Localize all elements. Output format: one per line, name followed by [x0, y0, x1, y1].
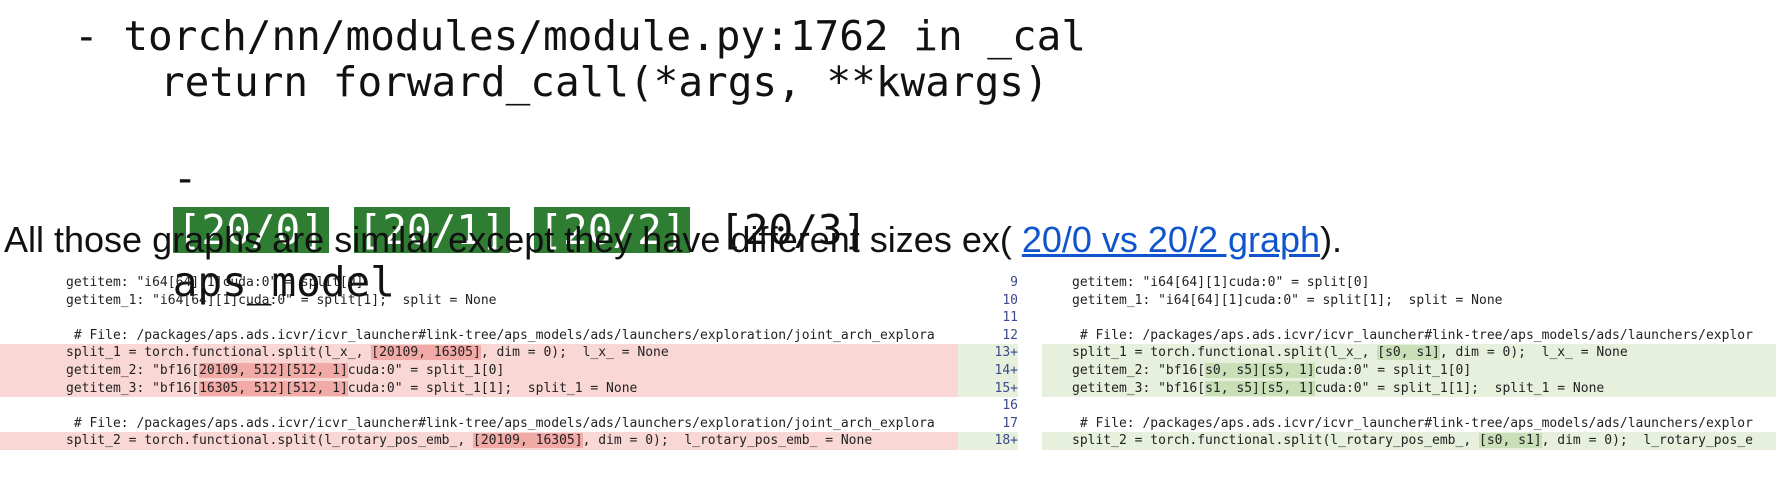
diff-changed-segment: [s0, s1] [1377, 345, 1440, 361]
diff-segment: split_1 = torch.functional.split(l_x_, [66, 345, 372, 361]
diff-segment: # File: /packages/aps.ads.icvr/icvr_laun… [66, 327, 935, 343]
diff-segment: # File: /packages/aps.ads.icvr/icvr_laun… [1072, 327, 1753, 343]
diff-changed-segment: [20109, 16305] [473, 433, 583, 449]
diff-line: split_1 = torch.functional.split(l_x_, [… [0, 344, 958, 362]
sentence-text: All those graphs are similar except they… [4, 219, 1012, 260]
diff-changed-segment: 20109, 512][512, 1] [199, 363, 348, 378]
diff-segment: getitem: "i64[64][1]cuda:0" = split[0] [1072, 275, 1370, 290]
diff-segment: , dim = 0); l_x_ = None [1439, 345, 1628, 361]
diff-segment: cuda:0" = split_1[0] [1314, 363, 1472, 378]
diff-segment: getitem: "i64[64][1]cuda:0" = split[0] [66, 275, 364, 290]
diff-line: getitem_2: "bf16[s0, s5][s5, 1]cuda:0" =… [1042, 362, 1776, 380]
diff-segment: getitem_1: "i64[64][1]cuda:0" = split[1]… [1072, 292, 1503, 308]
trace-dash: - [172, 154, 198, 202]
diff-line [0, 397, 958, 415]
line-number: 18+ [958, 432, 1018, 450]
diff-line: split_2 = torch.functional.split(l_rotar… [0, 432, 958, 450]
diff-line-text: getitem: "i64[64][1]cuda:0" = split[0] [66, 274, 363, 292]
stack-trace: - torch/nn/modules/module.py:1762 in _ca… [0, 0, 1776, 306]
diff-line: getitem_1: "i64[64][1]cuda:0" = split[1]… [1042, 292, 1776, 310]
diff-line: getitem_1: "i64[64][1]cuda:0" = split[1]… [0, 292, 958, 310]
diff-segment: getitem_3: "bf16[ [1072, 380, 1206, 396]
diff-right-pane: getitem: "i64[64][1]cuda:0" = split[0] ge… [1042, 274, 1776, 496]
diff-line-text: # File: /packages/aps.ads.icvr/icvr_laun… [66, 415, 935, 433]
diff-line-text: split_2 = torch.functional.split(l_rotar… [66, 432, 872, 450]
diff-line: # File: /packages/aps.ads.icvr/icvr_laun… [0, 327, 958, 345]
diff-line-text: getitem_1: "i64[64][1]cuda:0" = split[1]… [66, 292, 496, 310]
line-number: 11 [1002, 310, 1018, 326]
diff-line: # File: /packages/aps.ads.icvr/icvr_laun… [0, 415, 958, 433]
trace-code-line: return forward_call(*args, **kwargs) [160, 58, 1049, 106]
line-number: 17 [1002, 415, 1018, 431]
diff-line [1042, 309, 1776, 327]
diff-line-text: getitem_2: "bf16[20109, 512][512, 1]cuda… [66, 362, 504, 380]
diff-segment: split_1 = torch.functional.split(l_x_, [1072, 345, 1378, 361]
frame-tags: [20/0] [20/1] [20/2] [20/3] [172, 206, 896, 254]
diff-line-text: getitem_3: "bf16[s1, s5][s5, 1]cuda:0" =… [1072, 380, 1604, 398]
diff-line [1042, 397, 1776, 415]
diff-changed-segment: s0, s5][s5, 1] [1205, 363, 1315, 378]
diff-line: getitem_3: "bf16[s1, s5][s5, 1]cuda:0" =… [1042, 379, 1776, 398]
diff-segment: getitem_1: "i64[64][1]cuda:0" = split[1]… [66, 292, 497, 308]
diff-line-text: getitem_1: "i64[64][1]cuda:0" = split[1]… [1072, 292, 1502, 310]
line-number: 15+ [958, 379, 1018, 398]
diff-segment: # File: /packages/aps.ads.icvr/icvr_laun… [1072, 415, 1753, 431]
trace-model-name: aps_model [172, 258, 395, 306]
diff-changed-segment: s1, s5][s5, 1] [1205, 380, 1315, 396]
diff-segment: cuda:0" = split_1[1]; split_1 = None [347, 380, 638, 396]
line-number: 16 [1002, 398, 1018, 414]
diff-line: split_2 = torch.functional.split(l_rotar… [1042, 432, 1776, 450]
diff-segment: split_2 = torch.functional.split(l_rotar… [1072, 433, 1479, 449]
diff-line-text: # File: /packages/aps.ads.icvr/icvr_laun… [1072, 415, 1753, 433]
diff-line-text: getitem_3: "bf16[16305, 512][512, 1]cuda… [66, 380, 637, 398]
frame-tag: [20/3] [719, 206, 868, 254]
diff-changed-segment: 16305, 512][512, 1] [199, 380, 348, 396]
diff-line-text: # File: /packages/aps.ads.icvr/icvr_laun… [1072, 327, 1753, 345]
line-number: 14+ [958, 362, 1018, 380]
frame-tag: [20/1] [353, 207, 510, 253]
description-sentence: All those graphs are similar except they… [4, 218, 1342, 262]
diff-segment: getitem_2: "bf16[ [1072, 363, 1206, 378]
diff-segment: , dim = 0); l_x_ = None [480, 345, 669, 361]
trace-frame-line: - torch/nn/modules/module.py:1762 in _ca… [74, 12, 1087, 60]
diff-segment: # File: /packages/aps.ads.icvr/icvr_laun… [66, 415, 935, 431]
line-number: 12 [1002, 327, 1018, 343]
diff-line: getitem: "i64[64][1]cuda:0" = split[0] [1042, 274, 1776, 292]
line-number: 9 [1010, 275, 1018, 290]
diff-line-text: # File: /packages/aps.ads.icvr/icvr_laun… [66, 327, 935, 345]
diff-line-text: split_1 = torch.functional.split(l_x_, [… [66, 344, 669, 362]
diff-line: getitem_2: "bf16[20109, 512][512, 1]cuda… [0, 362, 958, 380]
diff-line-text: getitem_2: "bf16[s0, s5][s5, 1]cuda:0" =… [1072, 362, 1471, 380]
diff-segment: , dim = 0); l_rotary_pos_e [1541, 433, 1753, 449]
diff-left-pane: getitem: "i64[64][1]cuda:0" = split[0] ge… [0, 274, 958, 496]
trace-compile-ids-line: - [20/0] [20/1] [20/2] [20/3] aps_model [74, 100, 896, 306]
diff-line: split_1 = torch.functional.split(l_x_, [… [1042, 344, 1776, 362]
diff-segment: getitem_3: "bf16[ [66, 380, 200, 396]
diff-line-text: getitem: "i64[64][1]cuda:0" = split[0] [1072, 274, 1369, 292]
diff-segment: split_2 = torch.functional.split(l_rotar… [66, 433, 473, 449]
line-number: 13+ [958, 344, 1018, 362]
diff-line-text: split_1 = torch.functional.split(l_x_, [… [1072, 344, 1628, 362]
diff-line: getitem: "i64[64][1]cuda:0" = split[0] [0, 274, 958, 292]
diff-line: # File: /packages/aps.ads.icvr/icvr_laun… [1042, 327, 1776, 345]
line-number: 10 [1002, 292, 1018, 308]
frame-tag: [20/0] [172, 207, 329, 253]
diff-view: getitem: "i64[64][1]cuda:0" = split[0] ge… [0, 274, 1776, 496]
diff-line: getitem_3: "bf16[16305, 512][512, 1]cuda… [0, 379, 958, 398]
diff-changed-segment: [s0, s1] [1479, 433, 1542, 449]
diff-line [0, 309, 958, 327]
diff-line-text: split_2 = torch.functional.split(l_rotar… [1072, 432, 1753, 450]
diff-segment: getitem_2: "bf16[ [66, 363, 200, 378]
diff-segment: cuda:0" = split_1[1]; split_1 = None [1314, 380, 1605, 396]
sentence-end: ). [1320, 219, 1343, 260]
graph-compare-link[interactable]: 20/0 vs 20/2 graph [1021, 219, 1321, 260]
diff-segment: cuda:0" = split_1[0] [347, 363, 505, 378]
diff-segment: , dim = 0); l_rotary_pos_emb_ = None [582, 433, 873, 449]
diff-changed-segment: [20109, 16305] [371, 345, 481, 361]
diff-line: # File: /packages/aps.ads.icvr/icvr_laun… [1042, 415, 1776, 433]
frame-tag: [20/2] [534, 207, 691, 253]
